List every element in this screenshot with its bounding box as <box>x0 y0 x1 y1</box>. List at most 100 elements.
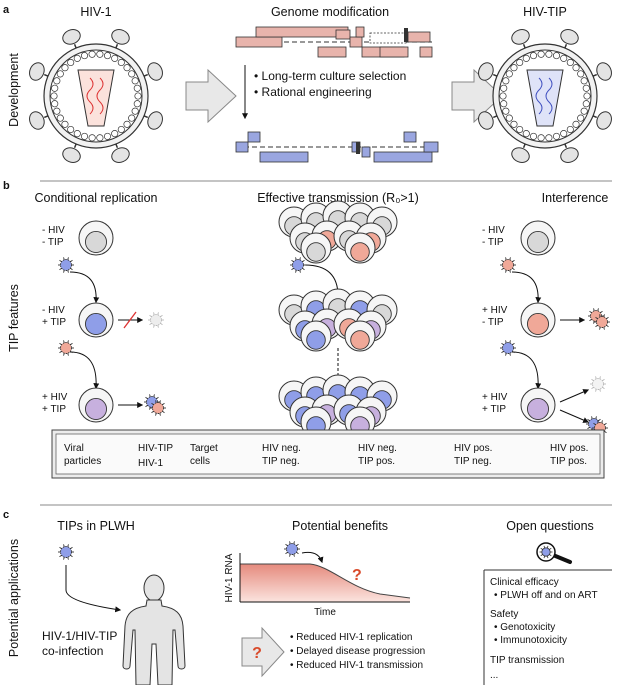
legend-cell-label: HIV neg. <box>262 443 301 454</box>
big-arrow-left-icon <box>185 68 237 124</box>
hiv-particle <box>150 400 166 416</box>
panel-b-side-label: TIP features <box>7 284 21 352</box>
c1-curve-arrow <box>69 271 100 304</box>
cell-coinfected <box>78 387 114 423</box>
c3-branch-arrow <box>559 389 590 403</box>
genome-original <box>235 26 433 58</box>
legend-cell-label: HIV pos. <box>550 443 588 454</box>
legend-target-2: cells <box>190 456 210 467</box>
hiv-particle <box>500 257 516 273</box>
q-clinical-sub: • PLWH off and on ART <box>494 590 598 601</box>
q-safety: Safety <box>490 609 518 620</box>
panel-c-side-label: Potential applications <box>7 539 21 657</box>
cluster-cell <box>300 232 332 264</box>
hiv-particle <box>594 314 610 330</box>
c1-label: + TIP <box>42 317 66 328</box>
legend-viral-1: Viral <box>64 443 84 454</box>
legend-cell-label: TIP pos. <box>358 456 395 467</box>
cluster-cell <box>344 320 376 352</box>
q-safety-sub: • Genotoxicity <box>494 622 555 633</box>
panel-a-letter: a <box>3 4 10 16</box>
big-arrow-right-icon <box>451 68 503 124</box>
c3-label: + HIV <box>482 305 508 316</box>
benefit-question: ? <box>252 645 262 662</box>
hiv-particle-faded <box>590 376 606 392</box>
c1-block-slash <box>123 311 137 329</box>
c-col2-title: Potential benefits <box>292 519 388 533</box>
c3-label: - TIP <box>482 237 504 248</box>
legend-target-1: Target <box>190 443 218 454</box>
genome-title: Genome modification <box>271 5 389 19</box>
c3-label: - HIV <box>482 225 505 236</box>
blocked-particle <box>148 312 164 328</box>
c1-label: - TIP <box>42 237 64 248</box>
col-conditional-title: Conditional replication <box>35 191 158 205</box>
legend-hiv: HIV-1 <box>138 458 163 469</box>
legend-cell-label: HIV neg. <box>358 443 397 454</box>
legend-cell-label: TIP pos. <box>550 456 587 467</box>
rna-question: ? <box>352 567 362 584</box>
legend: Viral particles HIV-TIP HIV-1 Target cel… <box>51 429 605 479</box>
c1-label: - HIV <box>42 225 65 236</box>
bullet-1: • Long-term culture selection <box>254 69 406 83</box>
q-safety-sub: • Immunotoxicity <box>494 635 567 646</box>
tip-virion-drawing <box>478 29 612 163</box>
rna-curve-arrow <box>301 551 324 564</box>
tip-title: HIV-TIP <box>523 5 567 19</box>
legend-cell-label: HIV pos. <box>454 443 492 454</box>
rna-chart <box>239 553 411 603</box>
coinfection-label-1: HIV-1/HIV-TIP <box>42 629 117 643</box>
bullet-2: • Rational engineering <box>254 85 372 99</box>
q-more: ... <box>490 670 498 681</box>
tip-particle <box>58 257 74 273</box>
hiv-particle <box>58 340 74 356</box>
rna-xlabel: Time <box>314 607 336 618</box>
c3-label: + TIP <box>482 404 506 415</box>
q-transmission: TIP transmission <box>490 655 564 666</box>
hiv-virion-drawing <box>29 29 163 163</box>
col-transmission-title: Effective transmission (R₀>1) <box>257 191 419 205</box>
col-interference-title: Interference <box>542 191 609 205</box>
legend-cell-label: TIP neg. <box>454 456 492 467</box>
benefit-item: • Reduced HIV-1 replication <box>290 632 412 643</box>
tip-particle <box>500 340 516 356</box>
cell-coinfected <box>520 387 556 423</box>
c3-curve-arrow <box>511 271 542 304</box>
tip-particle <box>284 541 300 557</box>
cell-uninfected <box>520 220 556 256</box>
rna-ylabel: HIV-1 RNA <box>224 553 235 602</box>
magnifier-particle <box>539 545 553 559</box>
human-silhouette-icon <box>122 574 186 685</box>
questions-box <box>483 569 612 685</box>
c-col3-title: Open questions <box>506 519 594 533</box>
benefit-item: • Reduced HIV-1 transmission <box>290 660 423 671</box>
c3-curve-arrow <box>511 351 542 390</box>
benefit-arrow-icon <box>241 626 285 678</box>
c1-curve-arrow <box>69 351 100 390</box>
legend-tip: HIV-TIP <box>138 443 173 454</box>
panel-b-cells <box>58 200 610 560</box>
q-clinical: Clinical efficacy <box>490 577 559 588</box>
panel-b-letter: b <box>3 180 10 192</box>
panel-a-side-label: Development <box>7 53 21 127</box>
cluster-cell <box>300 320 332 352</box>
c3-label: - TIP <box>482 317 504 328</box>
coinfection-label-2: co-infection <box>42 644 103 658</box>
tip-particle <box>58 544 74 560</box>
genome-modified <box>235 131 439 163</box>
hiv-title: HIV-1 <box>80 5 111 19</box>
c-curve-arrow <box>65 565 122 613</box>
panel-c-letter: c <box>3 509 9 521</box>
tip-particle <box>290 257 306 273</box>
c-col1-title: TIPs in PLWH <box>57 519 135 533</box>
c1-label: + HIV <box>42 392 68 403</box>
c3-branch-arrow <box>559 409 590 423</box>
c3-label: + HIV <box>482 392 508 403</box>
cell-hiv-only <box>520 302 556 338</box>
legend-viral-2: particles <box>64 456 101 467</box>
legend-cell-label: TIP neg. <box>262 456 300 467</box>
c1-label: - HIV <box>42 305 65 316</box>
c1-label: + TIP <box>42 404 66 415</box>
cell-tip-only <box>78 302 114 338</box>
